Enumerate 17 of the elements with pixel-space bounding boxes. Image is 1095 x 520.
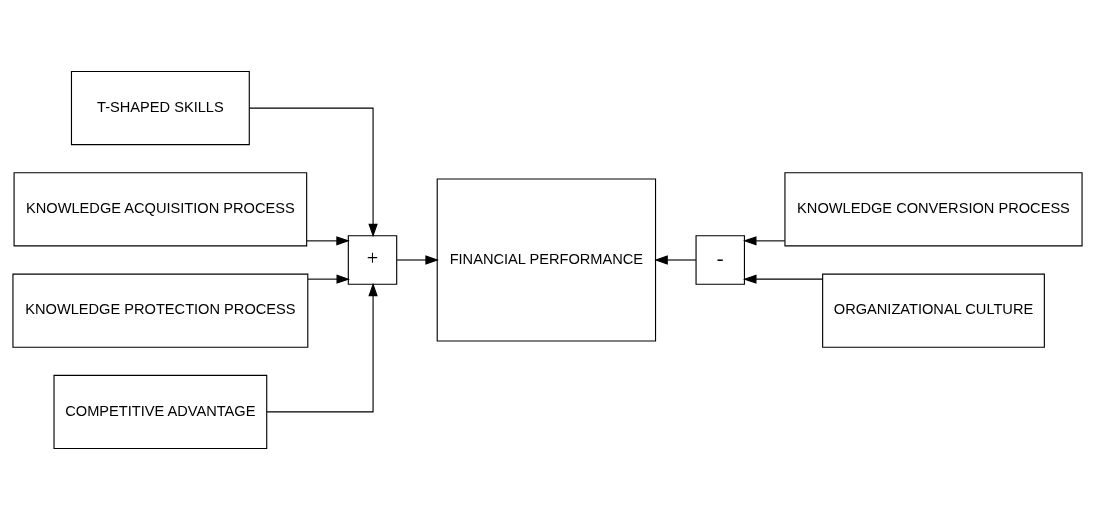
node-box: + — [347, 235, 398, 285]
node-box: KNOWLEDGE ACQUISITION PROCESS — [13, 172, 308, 247]
arrow — [307, 274, 350, 284]
node-box: COMPETITIVE ADVANTAGE — [53, 374, 268, 450]
arrow — [306, 236, 350, 246]
arrow — [654, 255, 697, 265]
arrow — [248, 107, 378, 238]
node-box: FINANCIAL PERFORMANCE — [436, 178, 657, 342]
node-box: KNOWLEDGE PROTECTION PROCESS — [12, 273, 309, 348]
node-box: - — [695, 235, 745, 285]
arrow — [743, 274, 824, 284]
node-box: KNOWLEDGE CONVERSION PROCESS — [784, 172, 1083, 247]
node-box: ORGANIZATIONAL CULTURE — [822, 273, 1045, 348]
arrow — [266, 282, 378, 413]
arrow — [743, 236, 786, 246]
arrow — [396, 255, 439, 265]
node-box: T-SHAPED SKILLS — [70, 70, 250, 146]
